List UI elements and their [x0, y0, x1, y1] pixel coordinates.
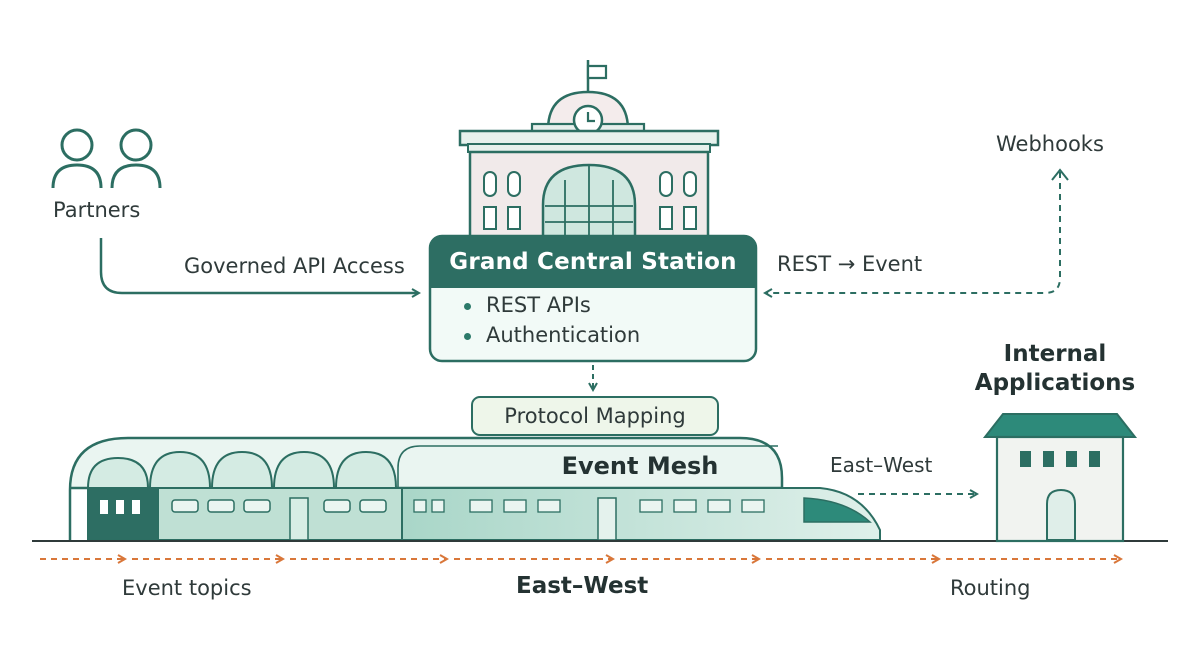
governed-api-label: Governed API Access — [184, 254, 405, 278]
east-west-side-label: East–West — [830, 453, 933, 477]
train-shed — [68, 436, 784, 540]
partners-icon — [51, 128, 162, 189]
rest-event-label: REST → Event — [777, 252, 923, 276]
partners-arrow — [99, 238, 418, 293]
gcs-box — [428, 234, 758, 363]
webhooks-label: Webhooks — [996, 132, 1104, 156]
internal-apps-building — [982, 413, 1138, 543]
webhooks-arrowhead-up — [1051, 168, 1069, 181]
station-building — [458, 60, 720, 240]
protocol-mapping-box — [471, 396, 719, 436]
routing-label: Routing — [950, 576, 1031, 600]
gcs-title: Grand Central Station — [449, 249, 737, 275]
event-topics-label: Event topics — [122, 576, 252, 600]
internal-label-line2: Applications — [974, 370, 1136, 396]
east-west-main-label: East–West — [516, 573, 649, 599]
protocol-mapping-label: Protocol Mapping — [504, 404, 686, 428]
event-mesh-label: Event Mesh — [561, 452, 719, 480]
gcs-bullet-rest: REST APIs — [464, 293, 591, 317]
internal-applications-label: Internal Applications — [960, 340, 1150, 398]
train — [87, 487, 881, 541]
gcs-bullet-auth: Authentication — [463, 323, 641, 347]
internal-label-line1: Internal — [1003, 341, 1107, 367]
partners-label: Partners — [53, 198, 141, 222]
